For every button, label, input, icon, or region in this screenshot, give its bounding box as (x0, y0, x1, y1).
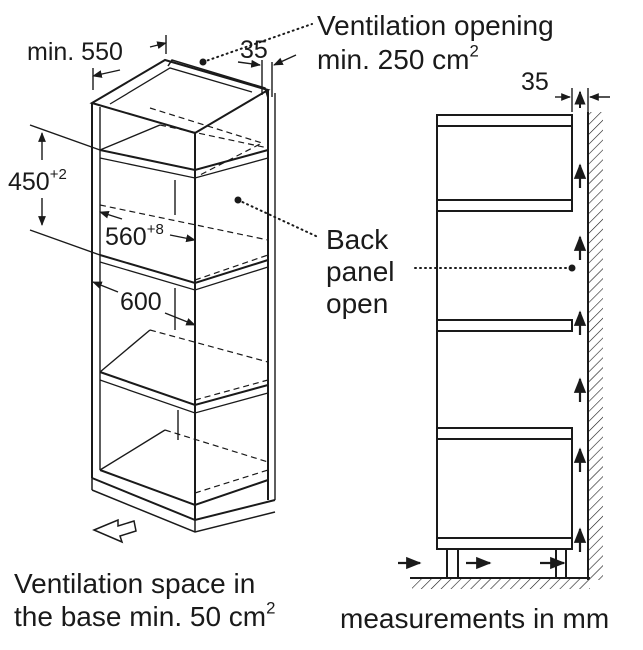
ventilation-space-line2: the base min. 50 cm2 (14, 598, 276, 632)
side-section-drawing (410, 112, 603, 589)
measurements-note: measurements in mm (340, 603, 610, 634)
ventilation-space-line1: Ventilation space in (14, 568, 256, 599)
back-panel-line3: open (326, 288, 389, 319)
dim-560-label: 560+8 (105, 220, 164, 251)
back-panel-line1: Back (326, 224, 389, 255)
dim-min-550-label: min. 550 (27, 38, 123, 66)
airflow-arrows (398, 88, 610, 570)
dim-600-label: 600 (120, 288, 162, 316)
ventilation-opening-label: Ventilation opening (317, 10, 554, 41)
ventilation-opening-area: min. 250 cm2 (317, 41, 479, 75)
back-panel-line2: panel (326, 256, 395, 287)
dim-35-right-label: 35 (521, 68, 549, 96)
left-dimensions (29, 35, 297, 544)
dim-450-label: 450+2 (8, 165, 67, 196)
leader-lines (199, 23, 576, 272)
tall-unit-drawing (89, 58, 276, 533)
dim-35-top-label: 35 (240, 36, 268, 64)
